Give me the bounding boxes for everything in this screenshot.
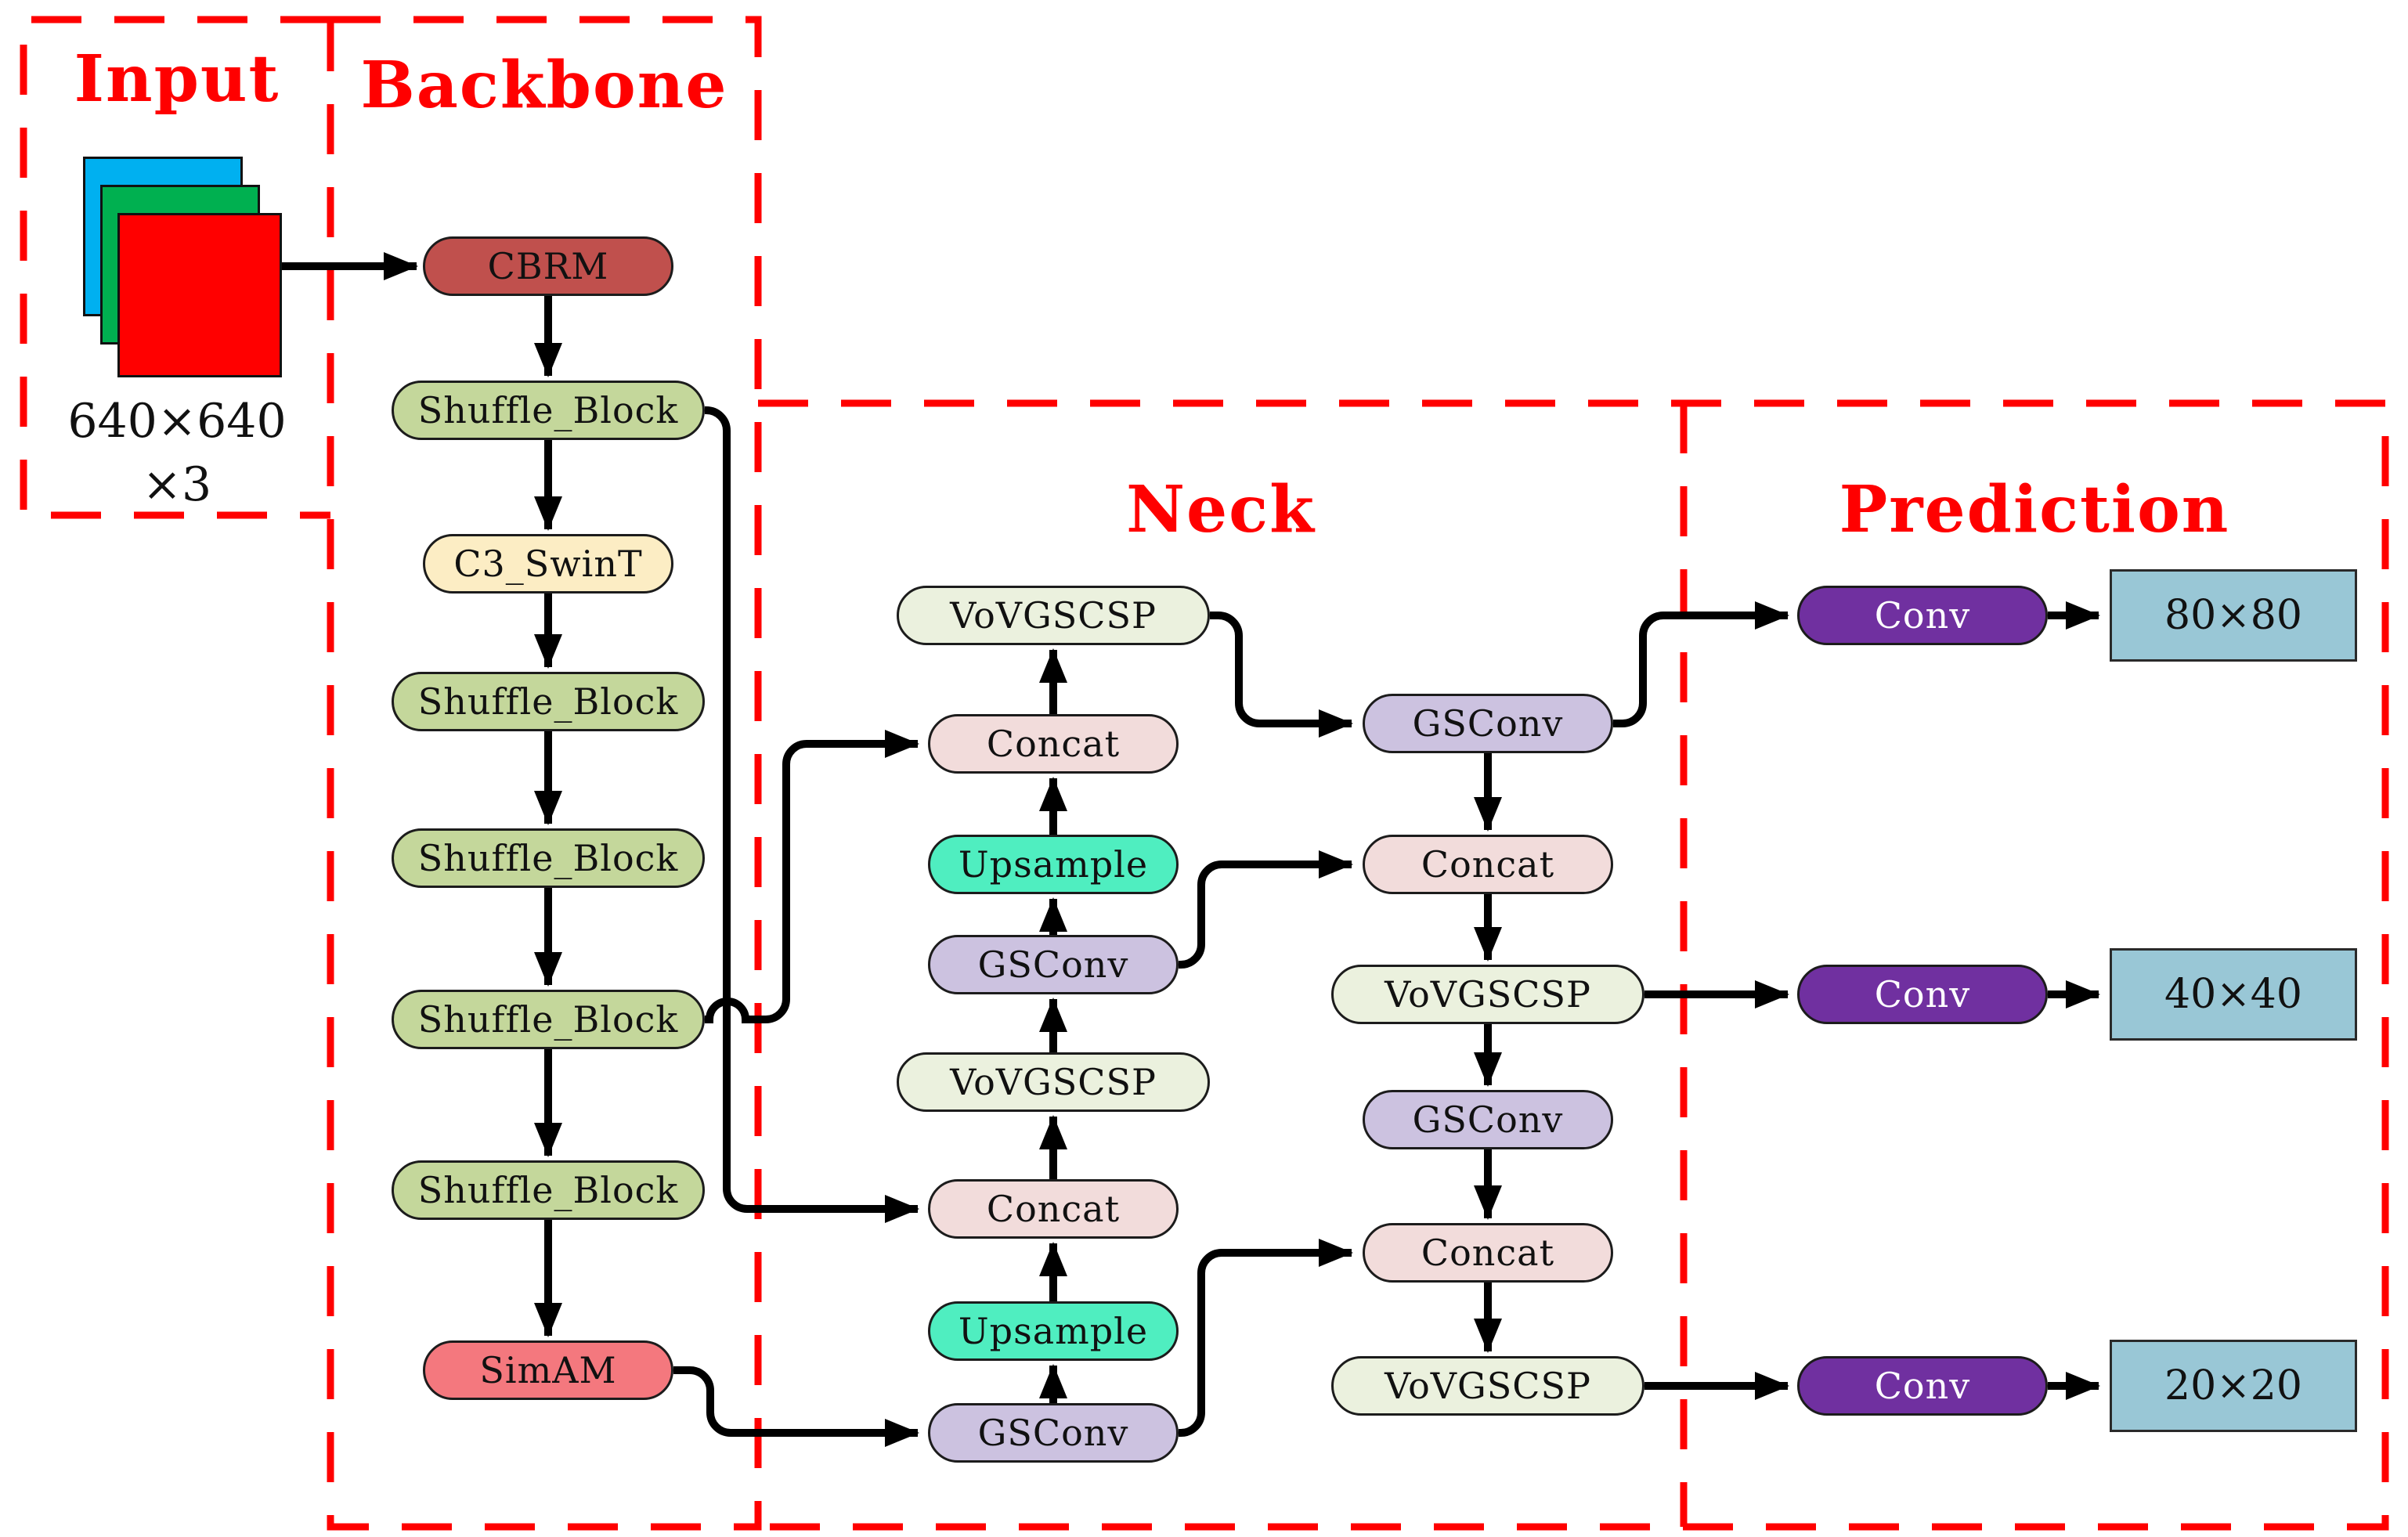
node-simam: SimAM [423,1340,673,1400]
neck-prediction-section-border [758,399,2389,1531]
node-shuffle-block-5: Shuffle_Block [392,1160,705,1220]
node-vovgscsp-p4: VoVGSCSP [1331,965,1644,1024]
node-shuffle-block-4: Shuffle_Block [392,990,705,1049]
backbone-section-border [327,16,762,1531]
neck-section-title: Neck [1126,472,1316,547]
skip-shuffle4-to-concat-top [705,730,919,1023]
node-gsconv-p3: GSConv [1363,694,1613,753]
node-conv-p5: Conv [1797,1356,2048,1416]
node-gsconv-bottom: GSConv [928,1403,1179,1463]
node-concat-p5: Concat [1363,1223,1613,1283]
node-c3-swint: C3_SwinT [423,534,673,594]
link-gsconv-bottom-to-concat-p5 [1179,1239,1353,1437]
link-gsconv-p3-to-conv1 [1613,601,1789,727]
backbone-section-title: Backbone [360,48,728,123]
node-concat-top: Concat [928,714,1179,774]
feature-map-80x80: 80×80 [2110,569,2357,662]
node-conv-p4: Conv [1797,965,2048,1024]
feature-map-40x40: 40×40 [2110,948,2357,1041]
input-dimensions-line2: ×3 [142,457,212,512]
input-image-layer-red [117,213,282,377]
node-upsample-top: Upsample [928,835,1179,894]
input-dimensions-label: 640×640 ×3 [23,390,330,517]
node-vovgscsp-p5: VoVGSCSP [1331,1356,1644,1416]
node-vovgscsp-mid: VoVGSCSP [897,1052,1210,1112]
prediction-section-title: Prediction [1839,472,2230,547]
link-gsconv-mid-to-concat-p4 [1179,850,1353,969]
input-section-border [20,16,330,519]
node-shuffle-block-2: Shuffle_Block [392,672,705,731]
arrow-simam-to-gsconv-bottom [673,1366,919,1447]
input-dimensions-line1: 640×640 [67,394,287,449]
feature-map-20x20: 20×20 [2110,1340,2357,1432]
input-section-title: Input [74,41,280,117]
node-concat-p4: Concat [1363,835,1613,894]
node-cbrm: CBRM [423,236,673,296]
skip-shuffle1-to-concat-bottom [705,406,919,1223]
node-concat-bottom: Concat [928,1179,1179,1239]
node-upsample-bottom: Upsample [928,1301,1179,1361]
node-gsconv-p4: GSConv [1363,1090,1613,1149]
link-vovgscsp-top-to-gsconv-p3 [1210,612,1353,738]
node-gsconv-mid: GSConv [928,935,1179,994]
node-conv-p3: Conv [1797,586,2048,645]
node-vovgscsp-top: VoVGSCSP [897,586,1210,645]
node-shuffle-block-3: Shuffle_Block [392,828,705,888]
node-shuffle-block-1: Shuffle_Block [392,381,705,440]
